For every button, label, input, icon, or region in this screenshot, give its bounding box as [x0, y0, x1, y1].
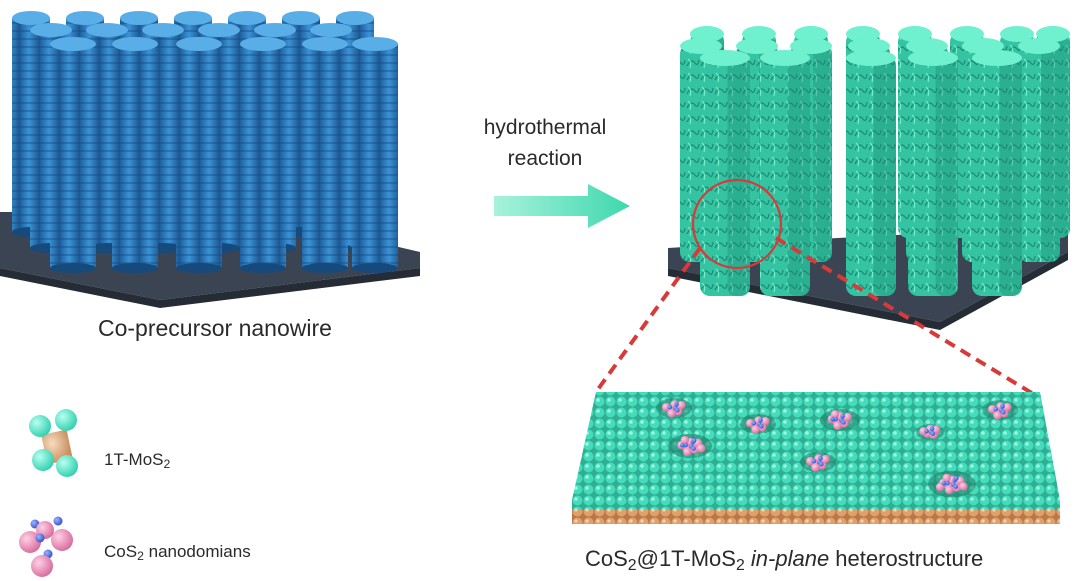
zoom-indicator: [594, 178, 1042, 400]
cos2-domain: [982, 400, 1018, 420]
right-caption: CoS2@1T-MoS2 in-plane heterostructure: [585, 546, 984, 574]
blue-nanowire: [352, 37, 398, 273]
right-caption-sub2: 2: [735, 556, 745, 574]
cos2-nanodomains: [656, 398, 1018, 498]
blue-nanowire: [50, 37, 96, 273]
cos2-domain: [820, 409, 860, 431]
teal-nanowire: [760, 50, 810, 296]
legend-cos2-tail: nanodomians: [143, 542, 251, 561]
right-caption-part2: @1T-MoS: [636, 546, 736, 571]
mos2-legend-icon: [29, 409, 78, 477]
heterostructure-sheet: [572, 392, 1060, 524]
right-caption-part1: CoS: [585, 546, 628, 571]
blue-nanowire: [240, 37, 286, 273]
reaction-arrow: [494, 184, 630, 228]
right-caption-sub1: 2: [627, 556, 637, 574]
cos2-domain: [800, 452, 836, 472]
teal-nanowire: [972, 50, 1022, 296]
legend-label-cos2: CoS2 nanodomians: [104, 542, 251, 562]
co-precursor-nanowire-array: [12, 11, 398, 273]
legend-mos2-sub: 2: [163, 457, 171, 472]
blue-nanowire: [112, 37, 158, 273]
legend-cos2-text: CoS: [104, 542, 138, 561]
teal-nanowire: [1018, 38, 1060, 262]
arrow-label-line2: reaction: [507, 147, 583, 170]
right-caption-italic: in-plane: [750, 546, 830, 571]
cos2-domain: [656, 398, 692, 418]
blue-nanowire: [176, 37, 222, 273]
teal-nanowire: [908, 50, 958, 296]
teal-nanowire: [846, 50, 896, 296]
teal-nanowire: [700, 50, 750, 296]
arrow-label-line1: hydrothermal: [483, 116, 607, 139]
right-caption-part3: heterostructure: [829, 546, 984, 571]
arrow-label: hydrothermal reaction: [455, 112, 635, 174]
cos2-domain: [668, 433, 712, 459]
legend-label-mos2: 1T-MoS2: [104, 450, 170, 470]
cos2-domain: [740, 414, 776, 434]
cos2-domain: [928, 470, 976, 498]
legend-mos2-text: 1T-MoS: [104, 450, 164, 469]
cos2-legend-icon: [19, 516, 73, 577]
left-caption: Co-precursor nanowire: [98, 315, 332, 341]
cos2-domain: [916, 424, 944, 440]
blue-nanowire: [302, 37, 348, 273]
heterostructure-nanowire-array: [680, 26, 1070, 296]
legend-cos2-sub: 2: [137, 549, 144, 564]
